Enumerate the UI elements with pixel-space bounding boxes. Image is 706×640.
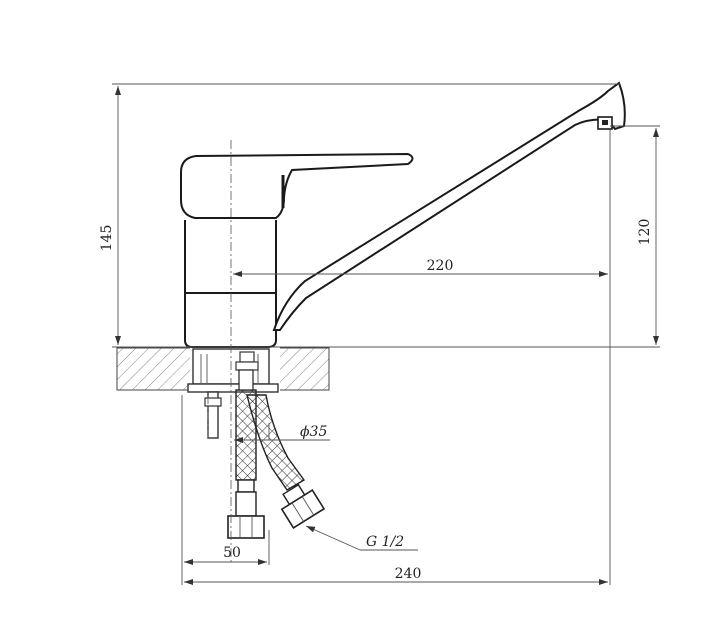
extension-lines (112, 83, 660, 585)
dimension-label-145: 145 (99, 225, 115, 252)
thread-label: G 1/2 (366, 534, 404, 550)
dimension-pipe-diameter: ϕ35 (234, 423, 330, 443)
dimension-hose-spacing: 50 (184, 545, 267, 565)
faucet-body (184, 220, 277, 348)
dimension-label-diameter: ϕ35 (300, 424, 327, 440)
dimension-label-240: 240 (395, 566, 422, 582)
dimension-label-220: 220 (427, 258, 454, 274)
spout (272, 81, 626, 331)
flexible-hose-right (246, 394, 326, 529)
dimension-label-120: 120 (637, 219, 653, 246)
dimension-reach: 220 (233, 258, 608, 277)
thread-callout: G 1/2 (305, 525, 418, 551)
dimension-height-total: 145 (99, 86, 121, 345)
lever-handle (180, 152, 414, 219)
dimension-label-50: 50 (223, 545, 241, 561)
dimension-overall-width: 240 (184, 566, 608, 585)
dimension-height-spout: 120 (637, 128, 659, 345)
